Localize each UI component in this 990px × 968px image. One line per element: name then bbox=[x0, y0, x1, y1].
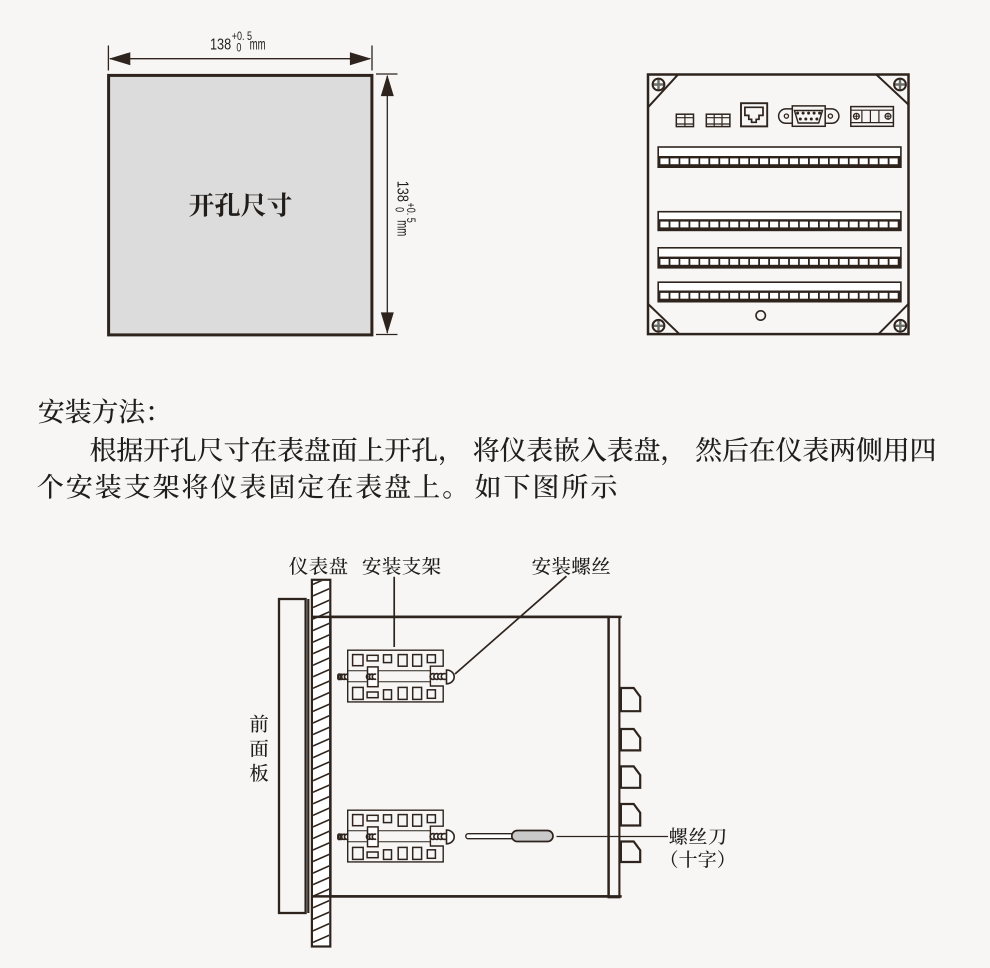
svg-text:+0. 5: +0. 5 bbox=[404, 203, 418, 223]
svg-text:138: 138 bbox=[393, 181, 410, 202]
svg-text:+0. 5: +0. 5 bbox=[232, 30, 252, 44]
svg-text:0: 0 bbox=[392, 207, 406, 212]
svg-text:mm: mm bbox=[394, 220, 412, 236]
svg-text:0: 0 bbox=[236, 41, 241, 55]
svg-text:138: 138 bbox=[210, 36, 231, 53]
svg-text:mm: mm bbox=[250, 35, 266, 53]
